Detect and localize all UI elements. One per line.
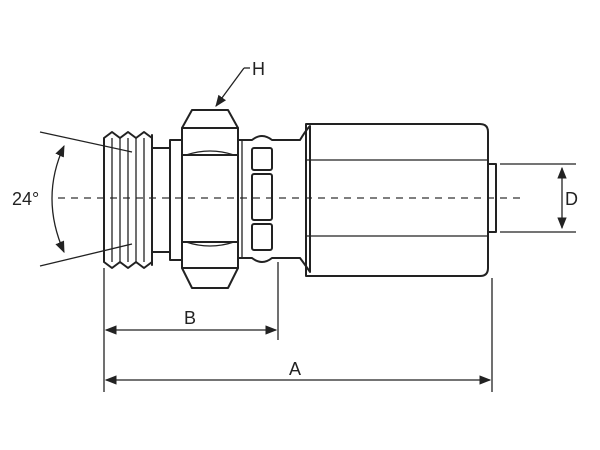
diameter-dimension: D <box>500 163 578 233</box>
hex-label: H <box>252 59 265 79</box>
threaded-end <box>103 131 183 269</box>
angle-label: 24° <box>12 189 39 209</box>
angle-annotation: 24° <box>12 131 133 267</box>
length-b-dimension: B <box>104 308 278 335</box>
hex-nut <box>181 109 239 289</box>
sleeve <box>305 123 489 277</box>
length-a-dimension: A <box>104 359 492 385</box>
hose-stub <box>487 163 497 233</box>
diameter-label: D <box>565 189 578 209</box>
fitting-body <box>237 125 311 273</box>
hex-leader: H <box>215 59 265 107</box>
length-b-label: B <box>184 308 196 328</box>
length-a-label: A <box>289 359 301 379</box>
